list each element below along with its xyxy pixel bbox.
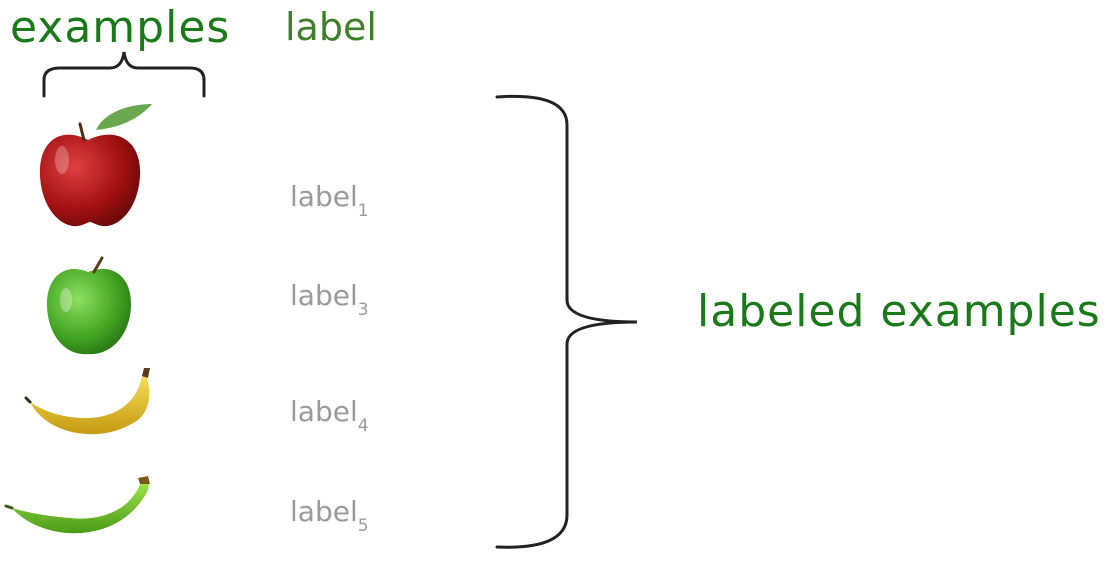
- row-label-5: label5: [290, 495, 369, 536]
- group-brace: [495, 94, 638, 549]
- yellow-banana-icon: [24, 368, 150, 435]
- examples-heading: examples: [10, 2, 231, 53]
- row-label-1: label1: [290, 180, 369, 221]
- row-label-4: label4: [290, 395, 369, 436]
- red-apple-icon: [39, 104, 152, 227]
- examples-brace: [42, 51, 206, 98]
- green-banana-icon: [4, 476, 150, 534]
- labeled-examples-label: labeled examples: [697, 286, 1101, 337]
- label-heading: label: [285, 5, 377, 49]
- row-label-3: label3: [290, 279, 369, 320]
- green-apple-icon: [46, 256, 132, 355]
